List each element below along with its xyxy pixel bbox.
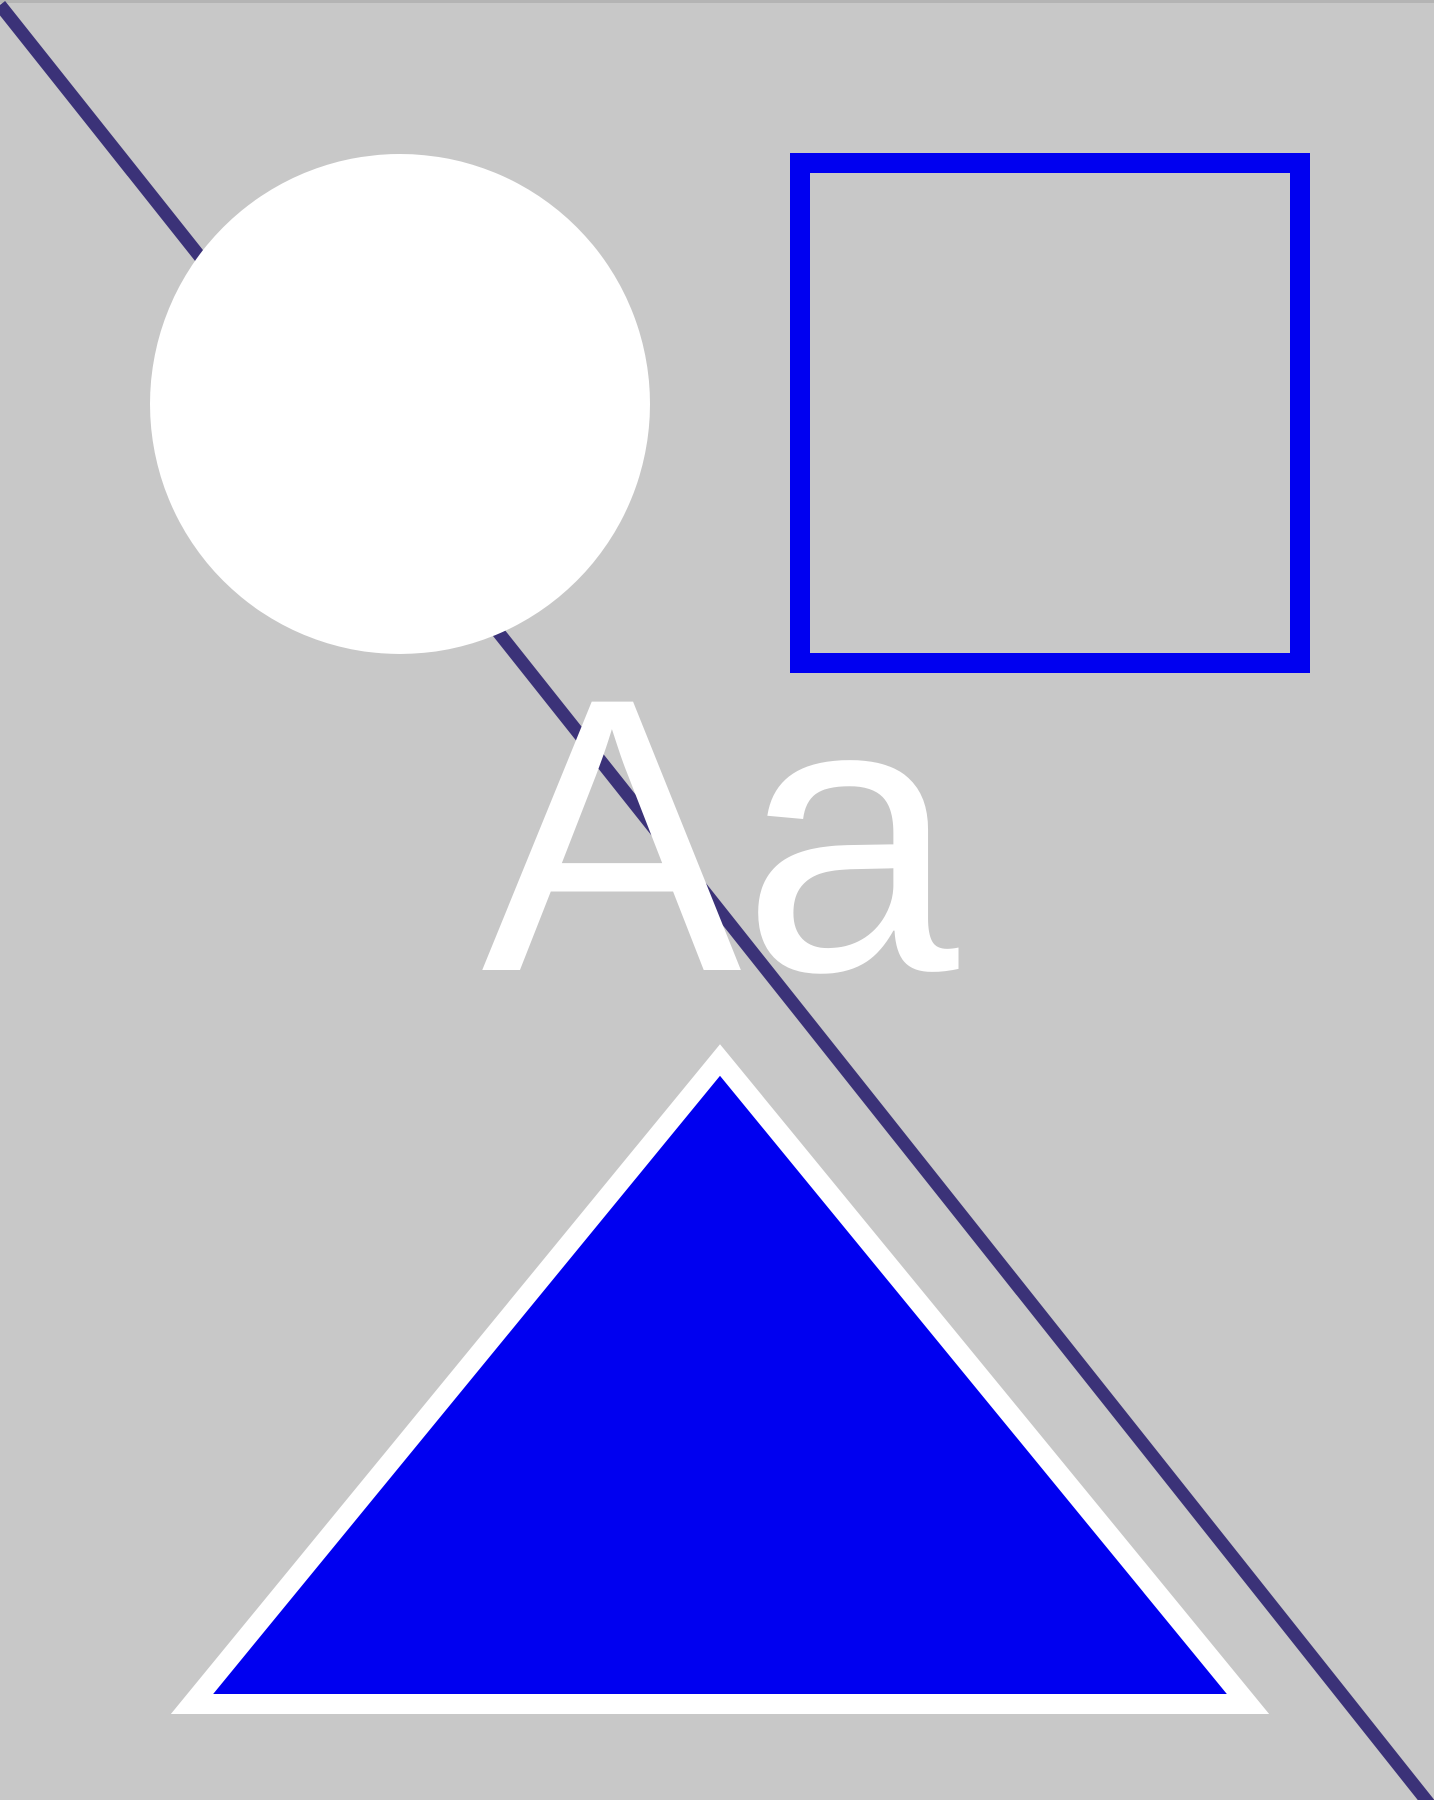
sample-text: Aa [481,617,961,1053]
circle-shape [150,154,650,654]
triangle-shape [170,1044,1270,1714]
top-rule [0,0,1434,3]
square-outline-shape [790,153,1310,673]
